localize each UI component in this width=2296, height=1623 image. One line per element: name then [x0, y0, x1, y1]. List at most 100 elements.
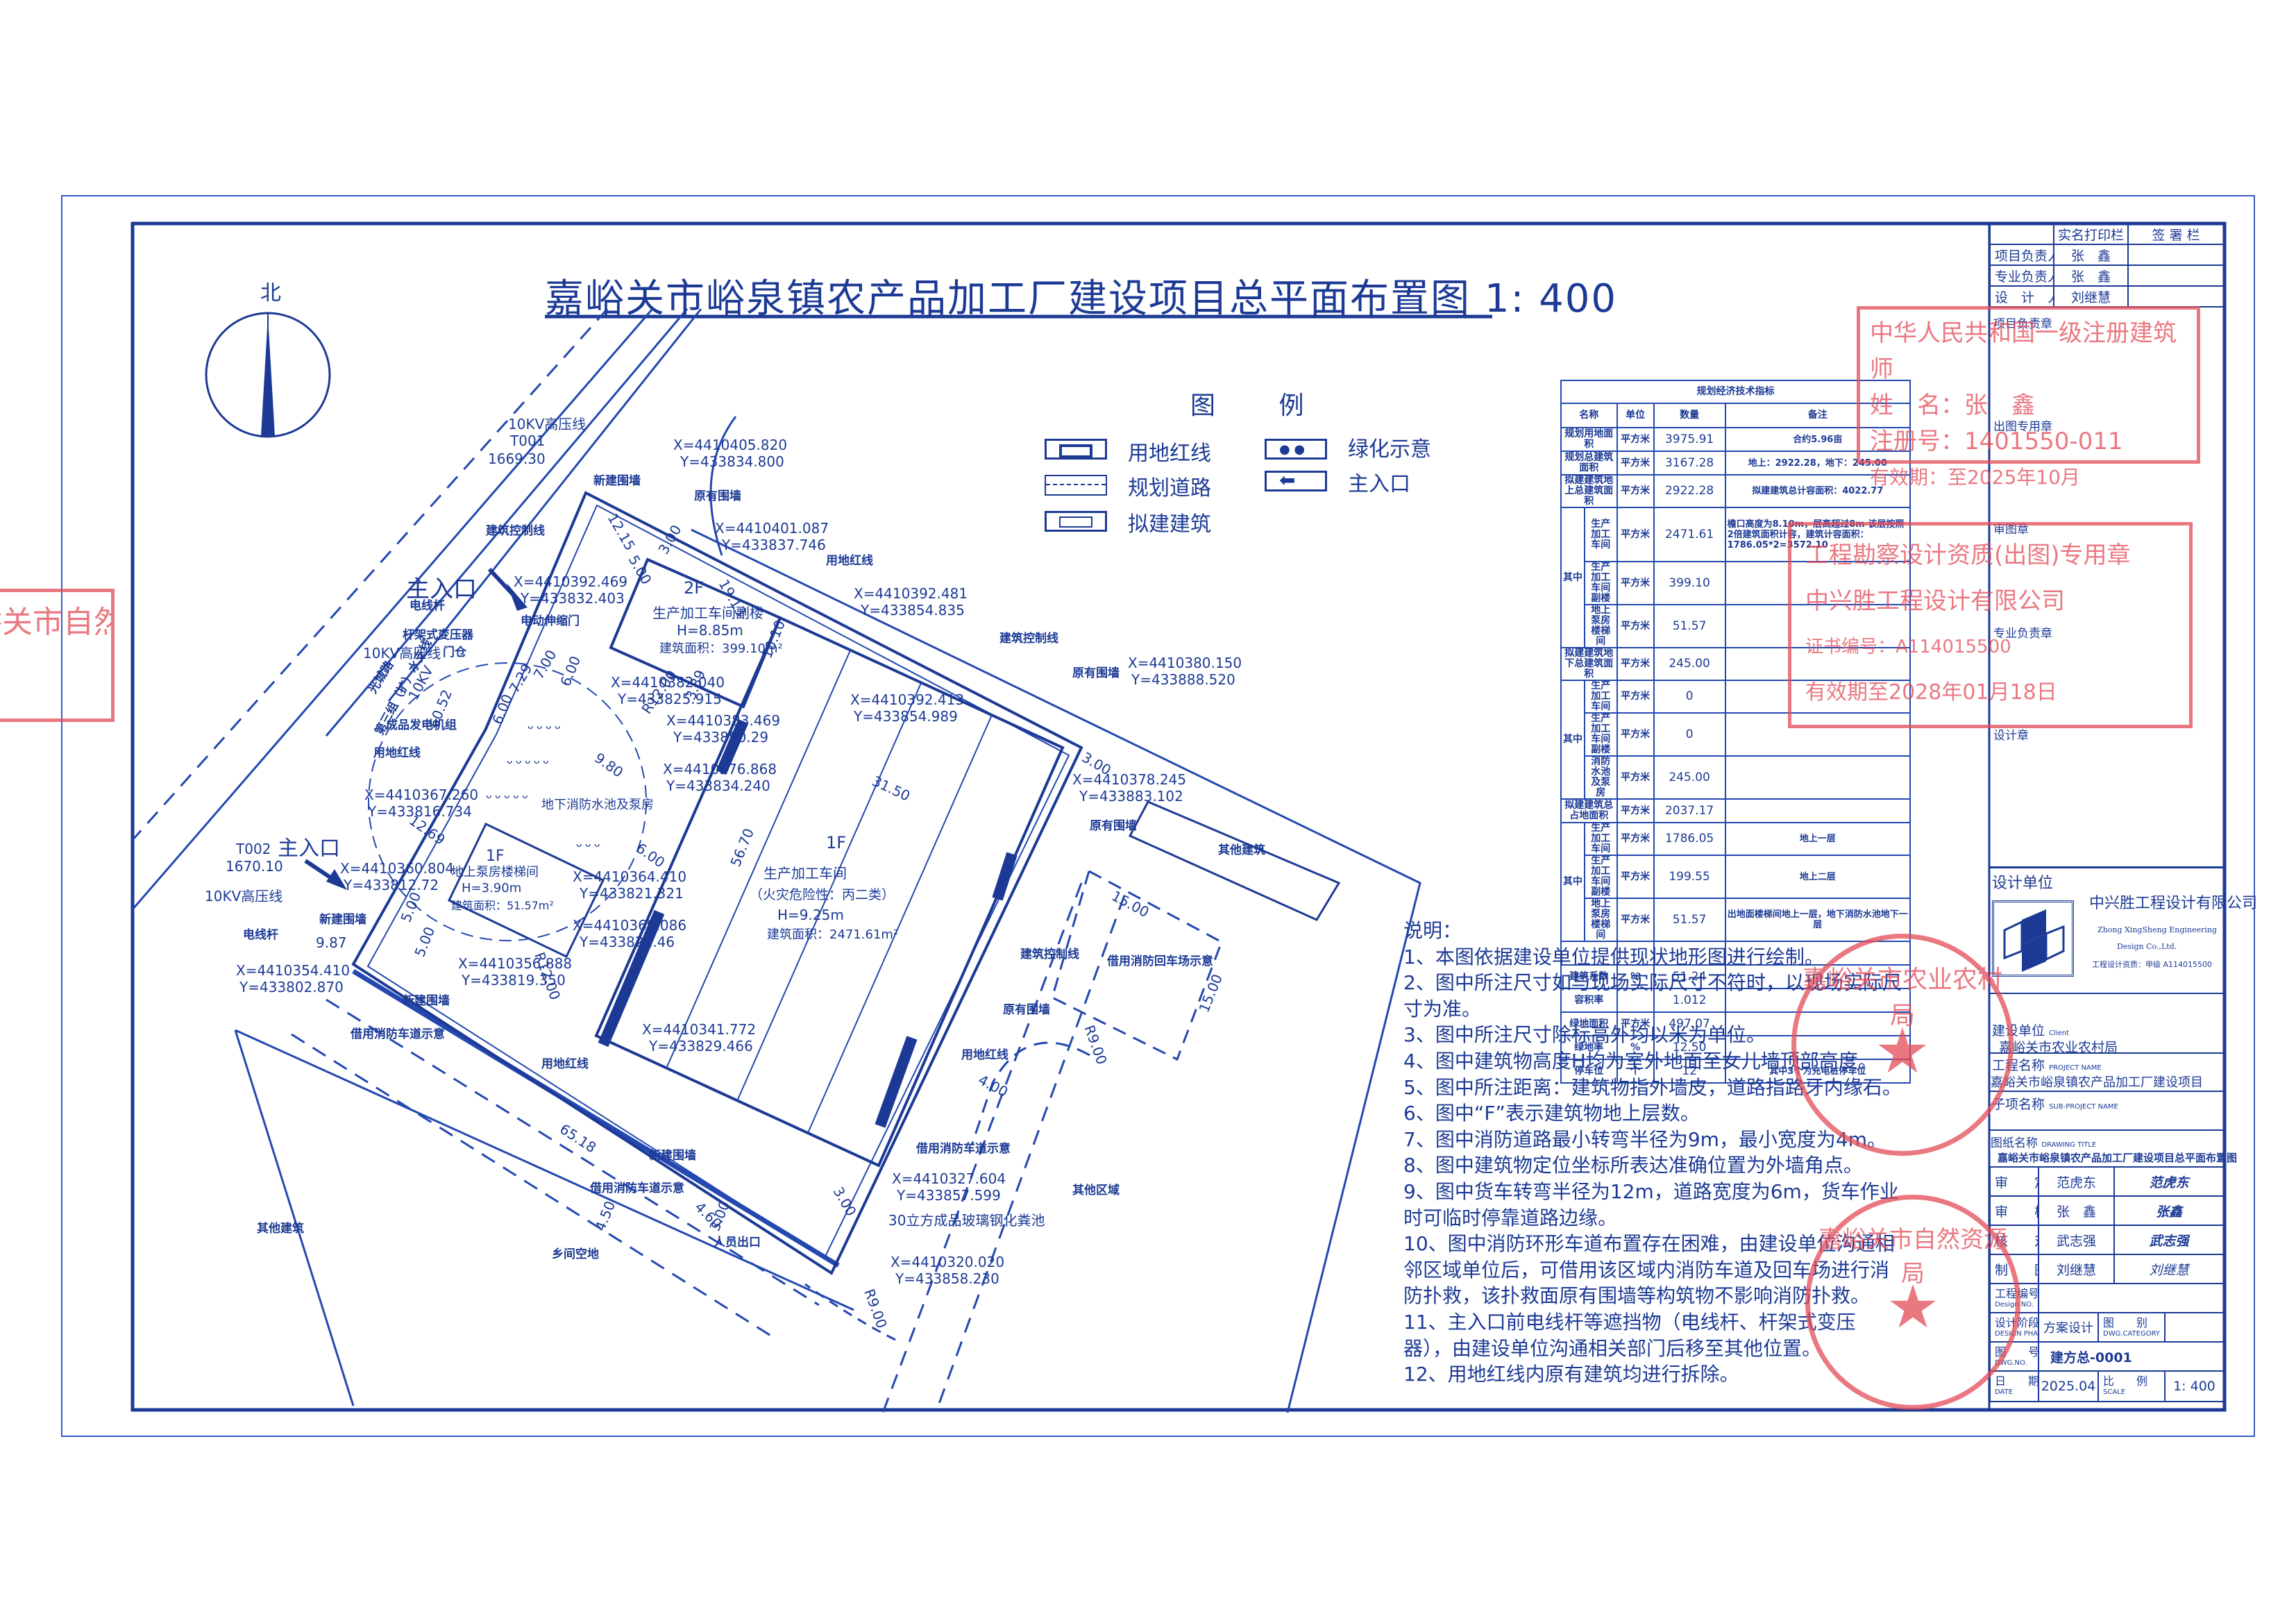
table-row-blank: [1560, 941, 1911, 966]
approval-name: 张 鑫: [2038, 1195, 2115, 1226]
company-logo: [1992, 900, 2074, 977]
svg-text:主入口: 主入口: [406, 575, 477, 603]
svg-text:建筑控制线: 建筑控制线: [1020, 947, 1079, 961]
note-item: 10、图中消防环形车道布置存在困难，由建设单位沟通相邻区域单位后，可借用该区域内…: [1403, 1232, 1895, 1308]
drawing-title-text: 嘉峪关市峪泉镇农产品加工厂建设项目总平面布置图: [545, 276, 1471, 321]
svg-text:Y=433802.870: Y=433802.870: [239, 979, 344, 995]
table-row: 建筑系数%51.24: [1560, 964, 1911, 989]
svg-text:Y=433816.734: Y=433816.734: [367, 803, 472, 820]
svg-text:H=9.25m: H=9.25m: [777, 907, 844, 923]
site-boundary-icon: [1045, 439, 1107, 460]
svg-text:原有围墙: 原有围墙: [1003, 1002, 1050, 1017]
legend-label: 规划道路: [1128, 476, 1211, 501]
svg-text:Y=433829.466: Y=433829.466: [648, 1038, 753, 1054]
date-label: 日 期: [1995, 1374, 2039, 1388]
notes: 说明： 1、本图依据建设单位提供现状地形图进行绘制。 2、图中所注尺寸如与现场实…: [1403, 918, 1903, 1388]
notes-heading: 说明：: [1403, 919, 1462, 942]
drawing-title-value: 嘉峪关市峪泉镇农产品加工厂建设项目总平面布置图: [1998, 1152, 2238, 1164]
svg-text:Y=433857.599: Y=433857.599: [896, 1187, 1001, 1204]
svg-text:4.00: 4.00: [976, 1071, 1011, 1100]
note-item: 3、图中所注尺寸除标高外均以米为单位。: [1403, 1023, 1766, 1047]
svg-text:R9.00: R9.00: [1081, 1023, 1111, 1067]
svg-text:Y=433837.746: Y=433837.746: [721, 537, 826, 553]
svg-text:人员出口: 人员出口: [714, 1235, 761, 1250]
north-arrow-icon: [205, 312, 331, 438]
svg-text:新建围墙: 新建围墙: [319, 912, 366, 927]
svg-text:3.00: 3.00: [830, 1184, 860, 1220]
note-item: 9、图中货车转弯半径为12m，道路宽度为6m，货车作业时可临时停靠道路边缘。: [1403, 1179, 1899, 1229]
note-item: 8、图中建筑物定位坐标所表达准确位置为外墙角点。: [1403, 1154, 1863, 1177]
svg-text:2F: 2F: [684, 578, 704, 598]
svg-text:5.00: 5.00: [397, 890, 424, 925]
svg-text:Y=433825.915: Y=433825.915: [617, 691, 722, 707]
svg-text:乡间空地: 乡间空地: [552, 1247, 599, 1261]
svg-text:原有围墙: 原有围墙: [1090, 818, 1137, 833]
approval-signature: 张鑫: [2113, 1195, 2225, 1226]
greenery-icon: ● ●: [1265, 439, 1327, 460]
company-name: 中兴胜工程设计有限公司: [2089, 895, 2258, 912]
greenery-hatch: ᴗ ᴗ ᴗ ᴗᴗ ᴗ ᴗ ᴗ ᴗᴗ ᴗ ᴗ ᴗ ᴗᴗ ᴗ ᴗ: [486, 721, 600, 850]
stamp-label: 设计章: [1993, 729, 2029, 743]
drawing-title-scale: 1: 400: [1484, 276, 1617, 321]
svg-text:借用消防车道示意: 借用消防车道示意: [915, 1141, 1011, 1156]
qualification-text: 工程设计资质：甲级 A114015500: [2092, 960, 2213, 969]
legend-label: 主入口: [1348, 472, 1410, 496]
signature-header: 签 署 栏: [2127, 224, 2225, 245]
approval-signature: 刘继慧: [2113, 1254, 2225, 1284]
svg-text:X=4410367.260: X=4410367.260: [364, 787, 478, 803]
svg-text:X=4410392.469: X=4410392.469: [514, 573, 627, 590]
svg-text:5.00: 5.00: [411, 925, 438, 959]
svg-text:10.10: 10.10: [758, 618, 788, 661]
approval-name: 范虎东: [2038, 1166, 2115, 1197]
svg-text:电线杆: 电线杆: [243, 927, 278, 942]
svg-text:（火灾危险性：丙二类）: （火灾危险性：丙二类）: [750, 887, 895, 902]
note-item: 12、用地红线内原有建筑均进行拆除。: [1403, 1363, 1739, 1386]
phase-value: 方案设计: [2038, 1312, 2099, 1343]
approval-name: 刘继慧: [2038, 1254, 2115, 1284]
svg-text:Y=433821.46: Y=433821.46: [579, 934, 675, 950]
svg-text:ᴗ ᴗ ᴗ ᴗ: ᴗ ᴗ ᴗ ᴗ: [527, 721, 561, 732]
roads: [131, 308, 1421, 1413]
outer-border: [61, 195, 2255, 1437]
svg-text:用地红线: 用地红线: [373, 746, 421, 760]
svg-text:新建围墙: 新建围墙: [403, 993, 450, 1008]
approval-role: 审 定: [1989, 1166, 2039, 1197]
table-title: 规划经济技术指标: [1560, 380, 1911, 404]
svg-text:1F: 1F: [826, 833, 846, 852]
client-label: 建设单位: [1992, 1023, 2045, 1038]
category-value: [2164, 1312, 2225, 1343]
svg-text:X=4410327.604: X=4410327.604: [892, 1170, 1006, 1187]
inner-frame: [130, 221, 2227, 1412]
svg-text:X=4410383.469: X=4410383.469: [666, 712, 780, 729]
svg-text:10KV高压线: 10KV高压线: [508, 416, 586, 432]
svg-text:X=4410392.413: X=4410392.413: [850, 691, 964, 708]
approval-name: 武志强: [2038, 1225, 2115, 1255]
category-label: 图 别: [2103, 1316, 2148, 1329]
svg-text:Y=433883.102: Y=433883.102: [1079, 788, 1183, 805]
north-label: 北: [260, 281, 281, 305]
design-no-label: 工程编号: [1995, 1287, 2039, 1300]
planned-road-icon: [1045, 475, 1107, 496]
svg-text:借用消防回车场示意: 借用消防回车场示意: [1106, 954, 1213, 968]
svg-text:30立方成品玻璃钢化粪池: 30立方成品玻璃钢化粪池: [888, 1212, 1045, 1229]
svg-text:建筑控制线: 建筑控制线: [999, 631, 1058, 646]
svg-text:ᴗ ᴗ ᴗ: ᴗ ᴗ ᴗ: [576, 839, 600, 850]
person-name: 张 鑫: [2053, 244, 2129, 266]
svg-text:Y=433888.520: Y=433888.520: [1131, 671, 1235, 688]
table-header: 数量: [1653, 403, 1726, 428]
person-name: 张 鑫: [2053, 264, 2129, 287]
svg-text:5.00: 5.00: [625, 553, 655, 588]
svg-text:新建围墙: 新建围墙: [593, 473, 641, 488]
svg-text:Y=433812.72: Y=433812.72: [343, 877, 439, 893]
svg-text:H=8.85m: H=8.85m: [677, 622, 743, 639]
svg-text:ᴗ ᴗ ᴗ ᴗ ᴗ: ᴗ ᴗ ᴗ ᴗ ᴗ: [486, 790, 528, 801]
approval-signature: 范虎东: [2113, 1166, 2225, 1197]
